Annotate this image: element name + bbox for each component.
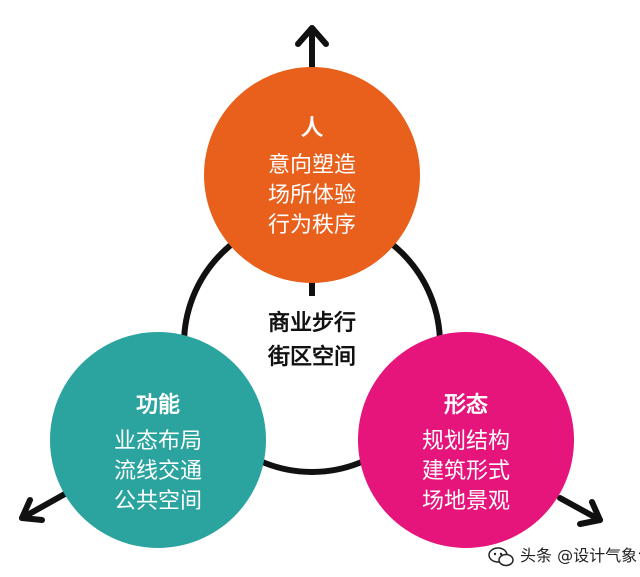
node-function: 功能 业态布局 流线交通 公共空间 <box>50 332 266 548</box>
watermark-text: 头条 @设计气象台 <box>520 546 640 565</box>
wechat-icon <box>488 547 514 567</box>
arrow-down-right-icon <box>557 495 603 527</box>
center-label: 商业步行 街区空间 <box>267 310 356 370</box>
arrow-down-left-icon <box>19 487 75 523</box>
node-people: 人 意向塑造 场所体验 行为秩序 <box>204 67 420 283</box>
center-label-line-2: 街区空间 <box>267 344 356 370</box>
node-people-circle <box>204 67 420 283</box>
node-form: 形态 规划结构 建筑形式 场地景观 <box>358 332 574 548</box>
node-function-line-2: 流线交通 <box>114 459 202 484</box>
node-people-line-2: 场所体验 <box>268 183 356 208</box>
node-form-line-2: 建筑形式 <box>422 459 510 484</box>
node-people-line-1: 意向塑造 <box>268 153 356 178</box>
node-function-line-1: 业态布局 <box>114 429 202 454</box>
center-label-line-1: 商业步行 <box>268 310 356 336</box>
node-people-title: 人 <box>301 116 323 141</box>
node-function-circle <box>50 332 266 548</box>
node-function-line-3: 公共空间 <box>114 489 202 514</box>
node-form-line-1: 规划结构 <box>422 429 510 454</box>
node-function-title: 功能 <box>136 392 180 418</box>
node-form-title: 形态 <box>444 392 488 418</box>
node-form-line-3: 场地景观 <box>422 489 510 514</box>
node-people-line-3: 行为秩序 <box>268 213 356 238</box>
watermark: 头条 @设计气象台 <box>488 546 640 567</box>
node-form-circle <box>358 332 574 548</box>
